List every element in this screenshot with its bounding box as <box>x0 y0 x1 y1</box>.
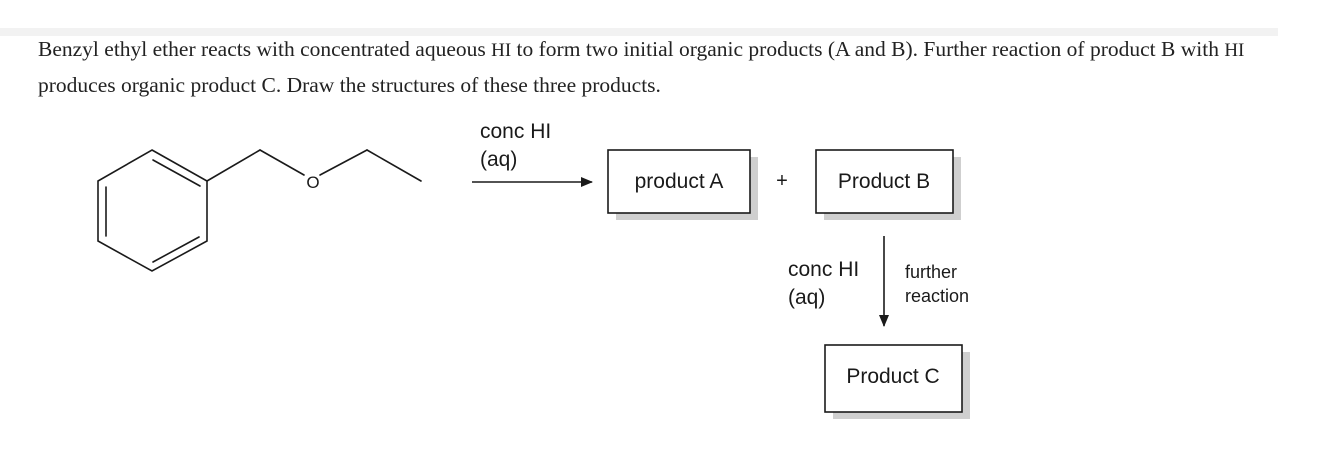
ring-double-bond-3 <box>152 236 200 263</box>
question-part-2: to form two initial organic products (A … <box>511 37 1225 61</box>
question-text: Benzyl ethyl ether reacts with concentra… <box>38 32 1278 102</box>
benzene-ring <box>97 149 208 272</box>
step2-reagent-line1: conc HI <box>788 258 859 281</box>
product-c-label: Product C <box>846 365 939 388</box>
ethyl-bond <box>366 149 422 182</box>
question-part-3: produces organic product C. Draw the str… <box>38 73 661 97</box>
product-b-box: Product B <box>815 149 961 220</box>
product-b-label: Product B <box>838 170 930 193</box>
product-a-label: product A <box>635 170 724 193</box>
benzyl-ethyl-ether-structure <box>97 149 422 272</box>
product-c-box: Product C <box>824 344 970 419</box>
step2-note-line1: further <box>905 262 957 282</box>
oxygen-atom-label: O <box>306 173 319 192</box>
step1-reagent-line1: conc HI <box>480 120 551 143</box>
ch2-o-bond <box>259 149 305 176</box>
top-divider <box>0 28 1278 36</box>
benzylic-bond <box>206 149 261 182</box>
question-reagent-1: HI <box>491 40 512 61</box>
product-a-box: product A <box>607 149 758 220</box>
question-part-1: Benzyl ethyl ether reacts with concentra… <box>38 37 492 61</box>
step1-reagent-line2: (aq) <box>480 148 517 171</box>
step2-reagent-line2: (aq) <box>788 286 825 309</box>
step2-note-line2: reaction <box>905 286 969 306</box>
ring-double-bond-1 <box>152 159 201 187</box>
question-reagent-2: HI <box>1224 40 1245 61</box>
plus-sign: + <box>776 170 788 192</box>
o-ch2-bond <box>319 149 368 176</box>
